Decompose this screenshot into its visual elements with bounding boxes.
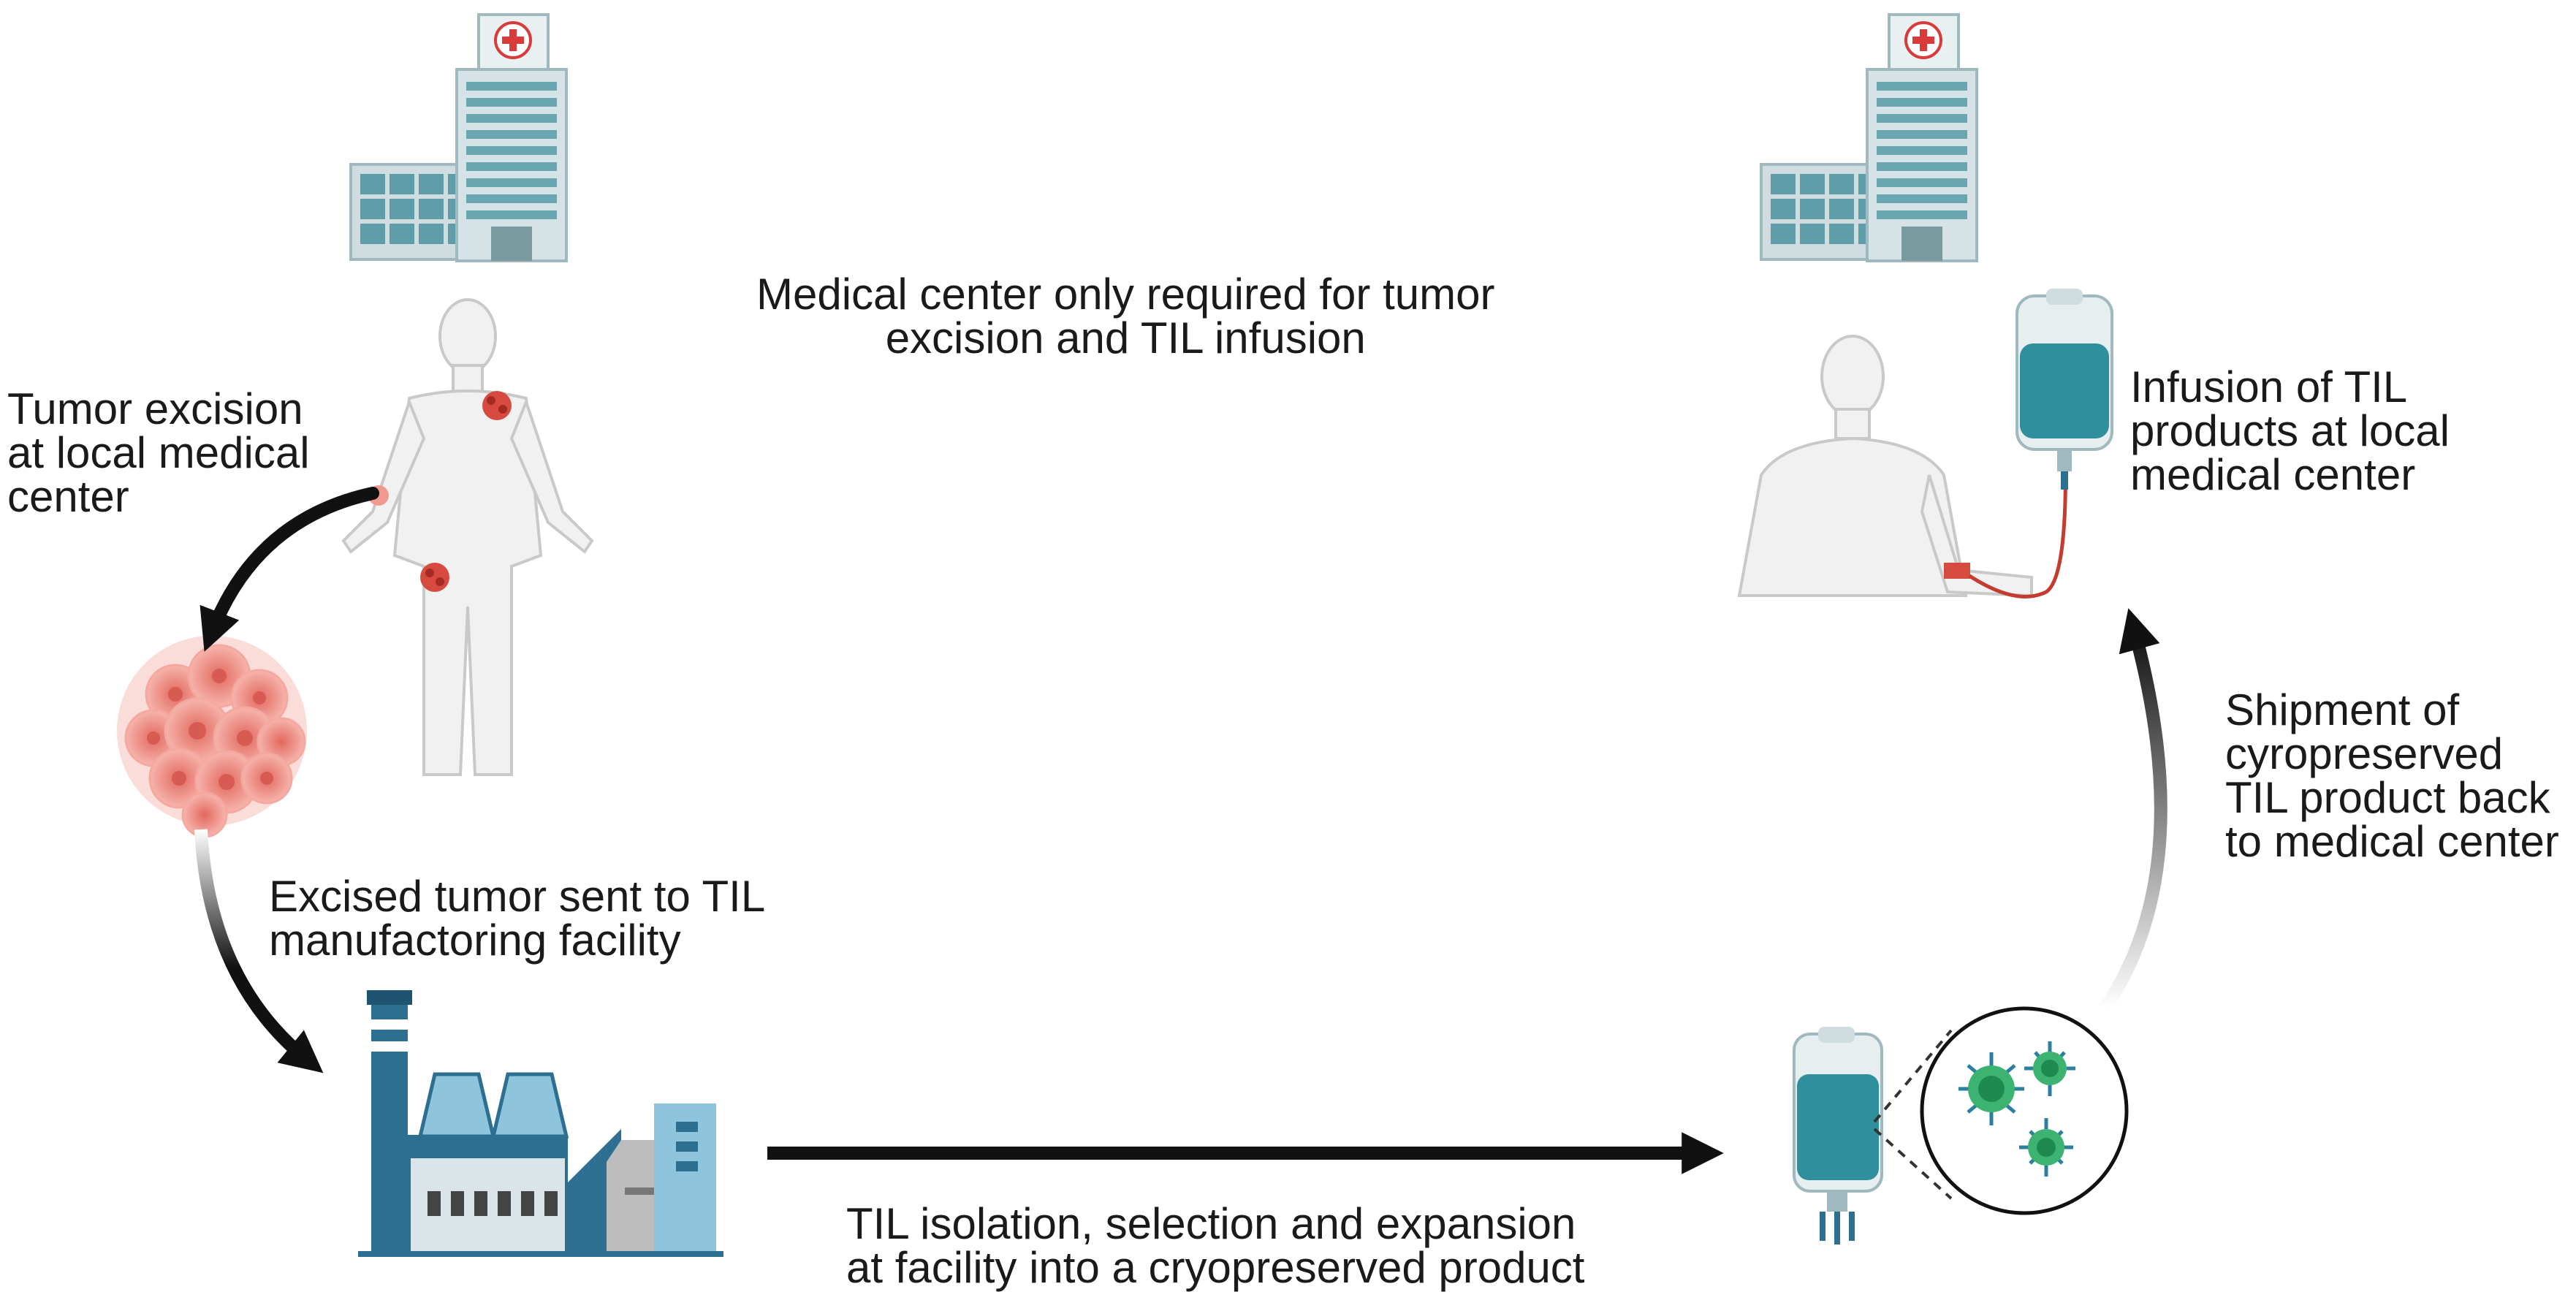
hospital-icon-left: [349, 13, 568, 262]
step-infusion-label: Infusion of TIL products at local medica…: [2130, 365, 2450, 497]
header-line-1: Medical center only required for tumor: [756, 270, 1495, 319]
step-shipping-label: Excised tumor sent to TIL manufactoring …: [269, 875, 765, 962]
step-excision-line-2: at local medical: [7, 428, 310, 477]
step-shipment-back-line-2: cyropreserved: [2225, 729, 2504, 778]
step-excision-line-3: center: [7, 472, 129, 521]
step-infusion-line-2: products at local: [2130, 406, 2450, 455]
iv-line-icon: [1968, 445, 2067, 598]
step-infusion-line-3: medical center: [2130, 450, 2416, 499]
header-caption: Medical center only required for tumor e…: [756, 273, 1494, 360]
step-shipping-line-2: manufactoring facility: [269, 916, 681, 965]
zoom-line-top: [1873, 1029, 1953, 1123]
step-expansion-line-2: at facility into a cryopreserved product: [846, 1243, 1585, 1292]
step-shipment-back-line-3: TIL product back: [2225, 773, 2550, 822]
step-excision-line-1: Tumor excision: [7, 384, 303, 433]
arrow-excision-to-tumor: [200, 487, 379, 652]
step-shipping-line-1: Excised tumor sent to TIL: [269, 872, 766, 921]
iv-bag-icon-product: [1793, 1027, 1883, 1244]
step-expansion-label: TIL isolation, selection and expansion a…: [846, 1202, 1584, 1290]
hospital-icon-right: [1760, 13, 1978, 262]
infusion-patient-figure: [1737, 335, 2033, 598]
arrow-tumor-to-facility: [194, 829, 324, 1074]
manufacturing-facility-icon: [358, 990, 723, 1257]
step-expansion-line-1: TIL isolation, selection and expansion: [846, 1199, 1576, 1248]
step-excision-label: Tumor excision at local medical center: [7, 387, 310, 519]
step-infusion-line-1: Infusion of TIL: [2130, 362, 2408, 411]
iv-bag-icon-infusion: [2015, 289, 2113, 490]
header-line-2: excision and TIL infusion: [885, 314, 1366, 362]
step-shipment-back-line-1: Shipment of: [2225, 685, 2460, 734]
step-shipment-back-line-4: to medical center: [2225, 817, 2559, 866]
step-shipment-back-label: Shipment of cyropreserved TIL product ba…: [2225, 688, 2559, 864]
zoom-line-bottom: [1873, 1128, 1953, 1200]
iv-catheter-icon: [1944, 563, 1970, 579]
patient-figure: [341, 298, 594, 776]
arrow-shipment-back: [2099, 608, 2167, 1013]
til-cells-magnified-icon: [1920, 1006, 2129, 1215]
excised-tumor-icon: [117, 636, 307, 838]
